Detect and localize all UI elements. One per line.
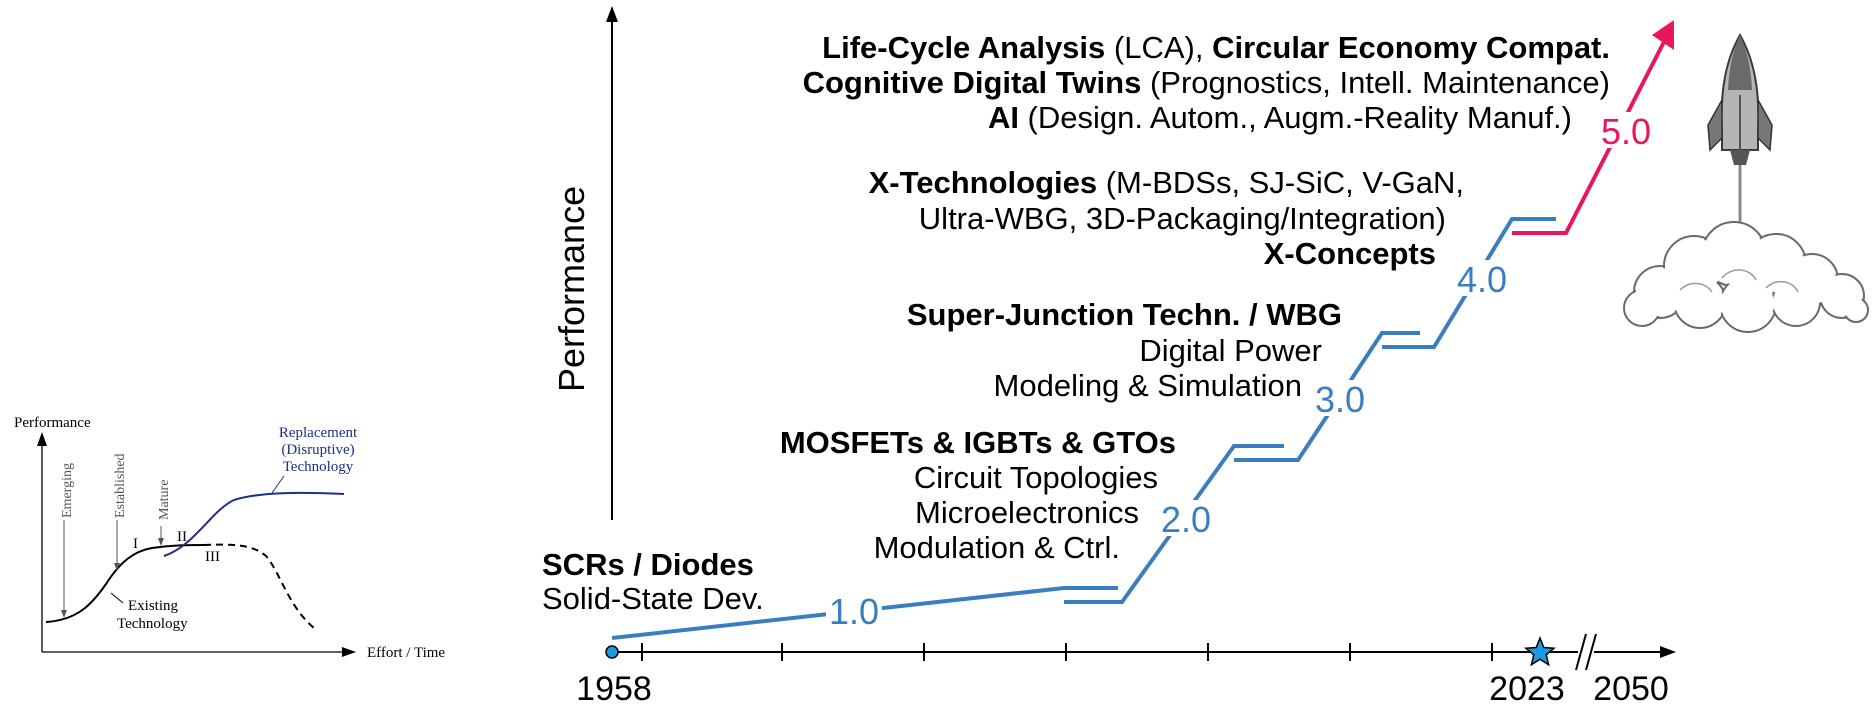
- generation-4-line2: Ultra-WBG, 3D-Packaging/Integration): [919, 201, 1446, 236]
- generation-4-text: X-Technologies (M-BDSs, SJ-SiC, V-GaN, U…: [869, 165, 1464, 271]
- cloud-fill: [1626, 224, 1862, 330]
- generation-1-line: Solid-State Dev.: [542, 581, 764, 616]
- origin-marker: [605, 645, 619, 659]
- replacement-label-leader: [271, 475, 285, 494]
- stage-established: Established: [113, 453, 128, 518]
- mature-arrowhead: [158, 538, 164, 546]
- main-y-arrowhead: [606, 6, 618, 22]
- main-y-label: Performance: [551, 186, 592, 392]
- replacement-technology-curve: [163, 491, 345, 557]
- stage-mature: Mature: [157, 480, 172, 520]
- existing-technology-curve: [45, 544, 205, 623]
- generation-5-line3: AI (Design. Autom., Augm.-Reality Manuf.…: [988, 100, 1572, 135]
- generation-5-line2: Cognitive Digital Twins (Prognostics, In…: [803, 65, 1610, 100]
- year-2023: 2023: [1489, 670, 1565, 705]
- roadmap-main: Performance 1958 2023 2050: [542, 6, 1869, 705]
- generation-2-title: MOSFETs & IGBTs & GTOs: [780, 425, 1176, 460]
- phase-iii: III: [205, 549, 220, 565]
- generation-5-text: Life-Cycle Analysis (LCA), Circular Econ…: [803, 30, 1610, 135]
- generation-2-line: Modulation & Ctrl.: [874, 530, 1120, 565]
- generation-5-line1: Life-Cycle Analysis (LCA), Circular Econ…: [822, 30, 1610, 65]
- generation-1-title: SCRs / Diodes: [542, 547, 754, 582]
- version-labels: 1.0 2.0 3.0 4.0 5.0: [826, 111, 1654, 632]
- generation-3-line: Modeling & Simulation: [994, 368, 1302, 403]
- x-axis-ticks: [641, 643, 1493, 661]
- inset-y-label: Performance: [14, 415, 91, 431]
- year-1958: 1958: [576, 670, 652, 705]
- existing-technology-decline: [203, 543, 315, 629]
- existing-label-line1: Existing: [128, 598, 179, 614]
- axis-break-icon: [1575, 633, 1597, 671]
- version-1-label: 1.0: [829, 591, 879, 632]
- inset-y-arrowhead: [37, 432, 47, 446]
- generation-3-line: Digital Power: [1139, 333, 1322, 368]
- generation-2-line: Circuit Topologies: [914, 460, 1158, 495]
- version-4-label: 4.0: [1457, 259, 1507, 300]
- inset-x-label: Effort / Time: [367, 645, 445, 661]
- version-2-label: 2.0: [1161, 499, 1211, 540]
- inset-x-arrowhead: [342, 647, 356, 657]
- rocket-icon: [1707, 32, 1773, 245]
- generation-1-text: SCRs / Diodes Solid-State Dev.: [542, 547, 764, 616]
- existing-label-leader: [110, 592, 124, 604]
- generation-2-line: Microelectronics: [915, 495, 1139, 530]
- replacement-label-line1: Replacement: [279, 425, 358, 441]
- version-5-label: 5.0: [1601, 111, 1651, 152]
- stage-emerging: Emerging: [60, 463, 75, 518]
- emerging-arrowhead: [61, 610, 67, 618]
- existing-label-line2: Technology: [117, 616, 188, 632]
- s-curve-inset: Performance Effort / Time Emerging Estab…: [14, 415, 445, 661]
- established-arrowhead: [114, 563, 120, 571]
- generation-4-line3: X-Concepts: [1264, 236, 1436, 271]
- generation-5-step: [1512, 37, 1668, 235]
- version-3-label: 3.0: [1315, 379, 1365, 420]
- star-icon: [1523, 635, 1556, 667]
- generation-1-step: [611, 586, 1118, 640]
- phase-i: I: [133, 536, 138, 552]
- main-x-arrowhead: [1660, 646, 1676, 658]
- generation-4-line1: X-Technologies (M-BDSs, SJ-SiC, V-GaN,: [869, 165, 1464, 200]
- generation-3-title: Super-Junction Techn. / WBG: [907, 297, 1342, 332]
- phase-ii: II: [177, 529, 187, 545]
- replacement-label-line3: Technology: [283, 459, 354, 475]
- replacement-label-line2: (Disruptive): [281, 442, 354, 458]
- generation-3-text: Super-Junction Techn. / WBG Digital Powe…: [907, 297, 1342, 403]
- year-2050: 2050: [1593, 670, 1669, 705]
- generation-2-text: MOSFETs & IGBTs & GTOs Circuit Topologie…: [780, 425, 1176, 565]
- cloud-detail: [1679, 269, 1799, 293]
- future-arrowhead: [1652, 20, 1674, 50]
